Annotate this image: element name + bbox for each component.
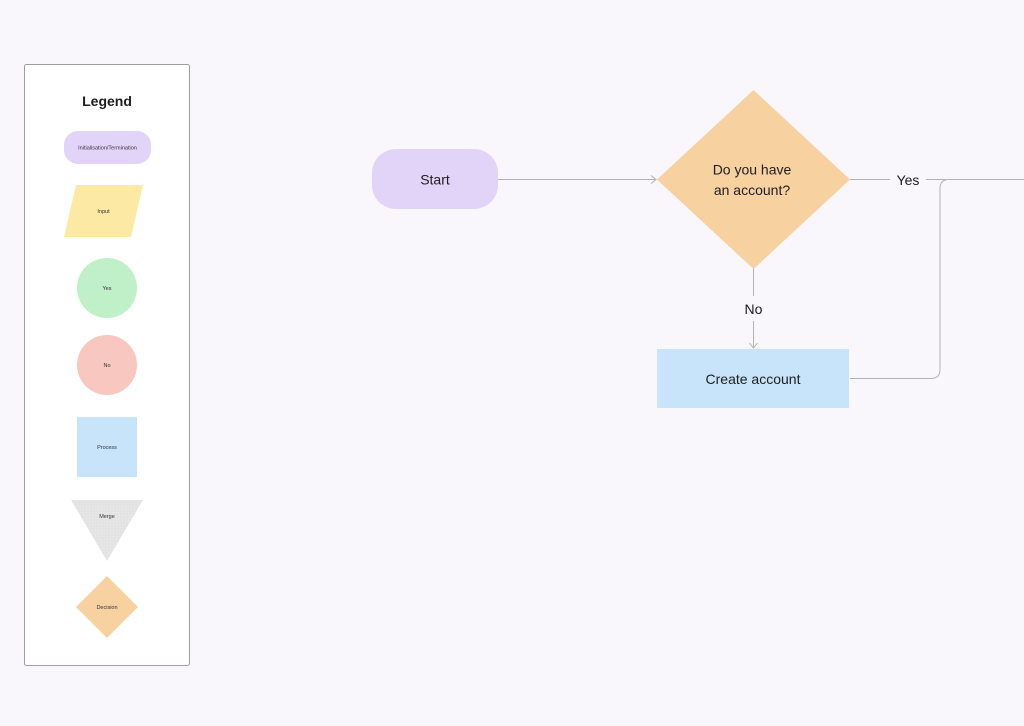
- legend-label-process: Process: [97, 445, 117, 451]
- legend-item-process: Process: [77, 417, 137, 477]
- arrowhead-down-icon: [749, 342, 758, 349]
- yes-label: Yes: [897, 172, 920, 188]
- legend-item-input: Input: [64, 185, 143, 237]
- yes-shape: [77, 258, 137, 318]
- connector-start-to-decision[interactable]: [498, 175, 657, 184]
- start-node-label: Start: [420, 172, 450, 188]
- legend-item-merge: Merge: [71, 500, 143, 561]
- legend-label-initialisation: Initialisation/Termination: [78, 146, 137, 152]
- legend-item-decision: Decision: [76, 576, 138, 638]
- legend-item-initialisation: Initialisation/Termination: [64, 131, 151, 164]
- connector-decision-to-create[interactable]: [749, 268, 758, 349]
- connector-create-merge-line: [850, 179, 950, 379]
- decision-node[interactable]: Do you have an account?: [657, 90, 850, 269]
- decision-shape: [76, 576, 138, 638]
- create-account-node[interactable]: Create account: [657, 349, 849, 408]
- legend-item-no: No: [77, 335, 137, 395]
- merge-shape: [71, 500, 143, 561]
- start-node-shape: [372, 149, 498, 209]
- legend-title: Legend: [82, 93, 132, 109]
- initialisation-shape: [64, 131, 151, 164]
- create-account-node-label: Create account: [706, 371, 801, 387]
- no-label: No: [745, 301, 763, 317]
- legend-label-decision: Decision: [96, 605, 117, 611]
- legend-label-yes: Yes: [103, 286, 112, 292]
- input-shape: [64, 185, 143, 237]
- legend-item-yes: Yes: [77, 258, 137, 318]
- connectors: Yes No: [498, 172, 1024, 379]
- decision-node-label-line1: Do you have: [713, 162, 792, 178]
- decision-node-shape: [657, 90, 850, 269]
- connector-create-to-merge[interactable]: [850, 179, 950, 379]
- no-shape: [77, 335, 137, 395]
- legend-label-no: No: [103, 363, 110, 369]
- legend-panel: Legend Initialisation/Termination Input …: [24, 64, 190, 666]
- legend-label-merge: Merge: [99, 514, 115, 520]
- legend-label-input: Input: [97, 209, 110, 215]
- process-shape: [77, 417, 137, 477]
- arrowhead-right-icon: [650, 175, 657, 184]
- create-account-node-shape: [657, 349, 849, 408]
- decision-node-label-line2: an account?: [714, 182, 790, 198]
- start-node[interactable]: Start: [372, 149, 498, 209]
